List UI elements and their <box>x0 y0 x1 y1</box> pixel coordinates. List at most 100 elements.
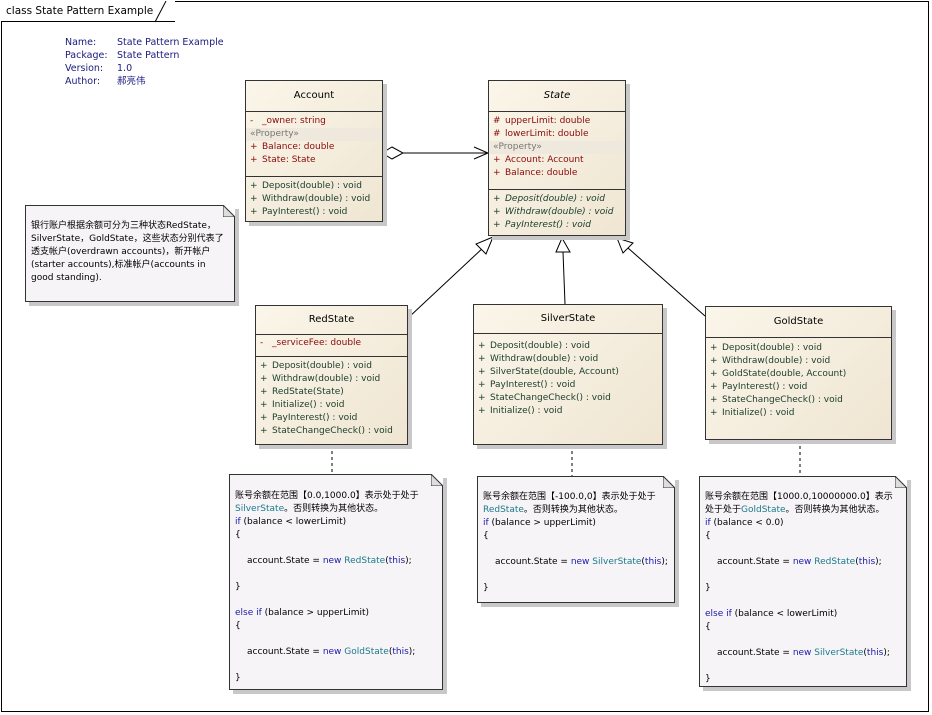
code-line: else if (balance > upperLimit) <box>235 607 437 620</box>
visibility: + <box>710 356 718 366</box>
code-line: if (balance < 0.0) <box>705 517 901 530</box>
note-line: RedState。否则转换为其他状态。 <box>483 504 669 517</box>
inheritance-arrow-icon <box>555 236 571 253</box>
note-overview[interactable]: 银行账户根据余额可分为三种状态RedState，SilverState，Gold… <box>25 205 235 302</box>
note-goldstate[interactable]: 账号余额在范围【1000.0,10000000.0】表示 处于处于GoldSta… <box>699 476 907 687</box>
operation-text: StateChangeCheck() : void <box>722 395 843 405</box>
code-text: account.State = <box>247 556 323 566</box>
visibility: + <box>478 380 486 390</box>
operation-row: +Initialize() : void <box>706 407 891 420</box>
code-line: else if (balance < lowerLimit) <box>705 608 901 621</box>
note-redstate[interactable]: 账号余额在范围【0.0,1000.0】表示处于处于 SilverState。否则… <box>229 474 443 690</box>
keyword: this <box>392 647 409 657</box>
visibility: + <box>250 155 258 165</box>
aggregation-account-state[interactable] <box>381 146 490 160</box>
note-line: 账号余额在范围【0.0,1000.0】表示处于处于 <box>235 490 437 503</box>
meta-label: Author: <box>65 76 101 87</box>
operation-row: +Initialize() : void <box>474 405 662 418</box>
keyword: this <box>858 557 876 567</box>
operation-text: Deposit(double) : void <box>272 361 372 371</box>
operation-text: PayInterest() : void <box>490 380 576 390</box>
note-text: 账号余额在范围【0.0,1000.0】表示处于处于 <box>235 491 419 501</box>
operations-section: + Deposit(double) : void +Withdraw(double… <box>489 190 625 235</box>
code-line: account.State = new RedState(this); <box>235 555 437 568</box>
operation-text: Deposit(double) : void <box>505 194 605 204</box>
generalization-silverstate[interactable] <box>555 236 571 305</box>
meta-version: Version:1.0 <box>65 62 224 75</box>
keyword: this <box>388 556 406 566</box>
property-row: +Balance: double <box>489 167 625 180</box>
meta-value: State Pattern <box>117 50 180 61</box>
meta-value: 1.0 <box>117 63 133 74</box>
operation-row: + PayInterest() : void <box>474 379 662 392</box>
keyword: new <box>570 557 590 567</box>
code-line: if (balance > upperLimit) <box>483 517 669 530</box>
operation-row: +Withdraw(double) : void <box>474 353 662 366</box>
generalization-redstate[interactable] <box>407 236 494 319</box>
meta-author: Author: 郝亮伟 <box>65 75 224 88</box>
keyword: else if <box>235 608 262 618</box>
code-line: account.State = new SilverState(this); <box>705 647 901 660</box>
operation-text: StateChangeCheck() : void <box>272 426 393 436</box>
keyword: if <box>483 518 489 528</box>
diagram-title: class State Pattern Example <box>1 1 176 22</box>
note-text: 。否则转换为其他状态。 <box>523 505 623 515</box>
note-text: 。否则转换为其他状态。 <box>284 504 384 514</box>
property-text: Account: Account <box>505 155 584 165</box>
visibility: + <box>260 426 268 436</box>
operation-row: +Initialize() : void <box>256 399 407 412</box>
type-name: RedState <box>814 557 856 567</box>
code-text: (balance < lowerLimit) <box>240 517 347 527</box>
operation-text: Initialize() : void <box>490 406 563 416</box>
operation-text: PayInterest() : void <box>262 207 348 217</box>
code-line: } <box>705 674 711 684</box>
operation-text: PayInterest() : void <box>722 382 808 392</box>
stereotype-label: «Property» <box>489 141 625 154</box>
code-text: ); <box>661 557 668 567</box>
class-goldstate[interactable]: GoldState +Deposit(double) : void +Withd… <box>705 306 892 440</box>
code-line: account.State = new SilverState(this); <box>483 556 669 569</box>
operation-row: +RedState(State) <box>256 386 407 399</box>
visibility: + <box>478 393 486 403</box>
note-fold-icon <box>663 476 675 488</box>
class-state[interactable]: State #upperLimit: double #lowerLimit: d… <box>488 80 626 236</box>
keyword: else if <box>705 609 732 619</box>
code-line: { <box>483 531 489 541</box>
visibility: + <box>250 194 258 204</box>
meta-name: Name:State Pattern Example <box>65 36 224 49</box>
code-text: account.State = <box>717 648 793 658</box>
meta-value: 郝亮伟 <box>117 76 146 87</box>
class-account[interactable]: Account -_owner: string «Property» +Bala… <box>245 80 383 222</box>
keyword: if <box>705 518 711 528</box>
operation-row: +PayInterest() : void <box>706 381 891 394</box>
operation-text: Initialize() : void <box>272 400 345 410</box>
operation-row: +Withdraw(double) : void <box>246 193 382 206</box>
operation-row: +Withdraw(double) : void <box>489 206 625 219</box>
note-silverstate[interactable]: 账号余额在范围【-100.0,0】表示处于处于 RedState。否则转换为其他… <box>477 476 675 603</box>
note-line: 账号余额在范围【1000.0,10000000.0】表示 <box>705 491 901 504</box>
class-redstate[interactable]: RedState -_serviceFee: double +Deposit(d… <box>255 305 408 445</box>
code-line: account.State = new GoldState(this); <box>235 646 437 659</box>
frame-tab-corner <box>155 1 167 23</box>
code-line: account.State = new RedState(this); <box>705 556 901 569</box>
code-text: ( <box>385 556 389 566</box>
visibility: + <box>478 367 486 377</box>
operation-text: RedState(State) <box>272 387 344 397</box>
class-name: GoldState <box>706 307 891 338</box>
attribute-row: -_serviceFee: double <box>256 337 407 350</box>
class-name: Account <box>246 81 382 112</box>
note-text: 账号余额在范围【1000.0,10000000.0】表示 <box>705 492 893 502</box>
generalization-goldstate[interactable] <box>616 237 706 317</box>
keyword: if <box>235 517 241 527</box>
class-silverstate[interactable]: SilverState +Deposit(double) : void +Wit… <box>473 304 663 445</box>
operation-row: + Deposit(double) : void <box>489 193 625 206</box>
keyword: new <box>792 648 812 658</box>
visibility: - <box>250 116 254 126</box>
visibility: + <box>260 361 268 371</box>
note-text: 处于处于 <box>705 505 742 515</box>
visibility: + <box>493 220 501 230</box>
diagram-metadata: Name:State Pattern Example Package:State… <box>65 36 224 88</box>
property-text: Balance: double <box>262 142 335 152</box>
visibility: + <box>493 194 501 204</box>
visibility: + <box>250 207 258 217</box>
